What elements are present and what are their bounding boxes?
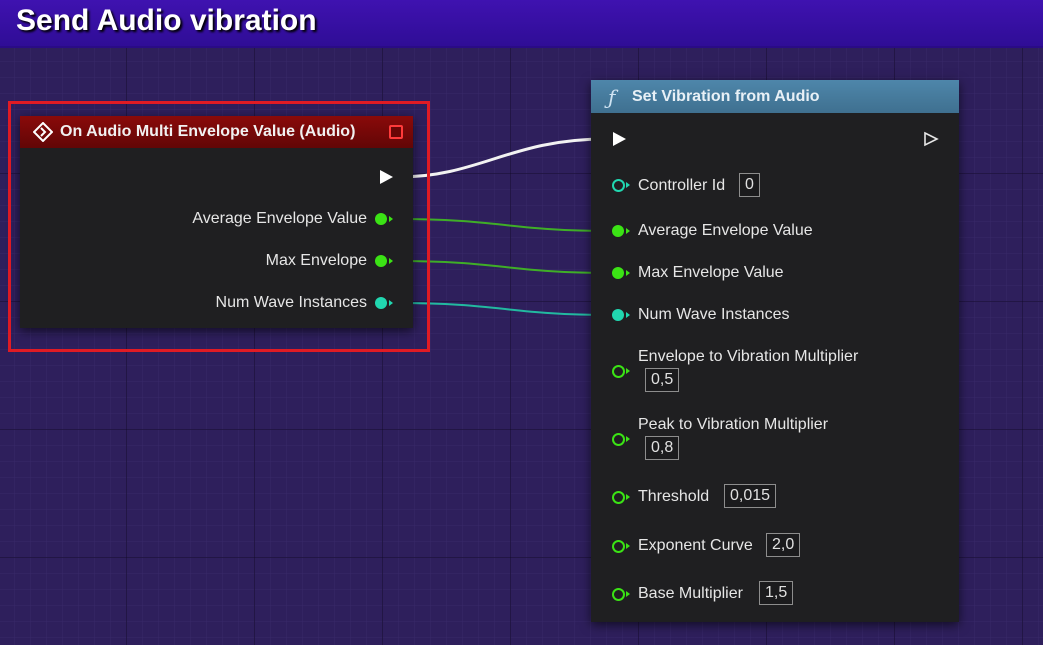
input-label-num-wave-instances: Num Wave Instances xyxy=(638,306,790,323)
pin-arrow-icon xyxy=(626,312,630,318)
event-diamond-icon xyxy=(33,122,53,142)
function-node-title: Set Vibration from Audio xyxy=(632,88,820,105)
input-label-controller-id: Controller Id xyxy=(638,177,726,194)
output-pin-num-wave-instances[interactable] xyxy=(375,297,387,309)
pin-arrow-icon xyxy=(626,182,630,188)
output-label-average-envelope: Average Envelope Value xyxy=(192,210,367,227)
envelope-multiplier-field[interactable]: 0,5 xyxy=(645,368,680,392)
base-multiplier-field[interactable]: 1,5 xyxy=(759,581,794,605)
pin-arrow-icon xyxy=(626,543,630,549)
input-pin-num-wave-instances[interactable] xyxy=(612,309,624,321)
input-pin-envelope-multiplier[interactable] xyxy=(612,365,625,378)
pin-arrow-icon xyxy=(626,270,630,276)
input-label-average-envelope: Average Envelope Value xyxy=(638,222,813,239)
function-node-header[interactable]: ƒ Set Vibration from Audio xyxy=(591,80,959,113)
function-f-icon: ƒ xyxy=(608,85,616,109)
pin-arrow-icon xyxy=(626,228,630,234)
pin-arrow-icon xyxy=(626,494,630,500)
input-label-base-multiplier: Base Multiplier xyxy=(638,585,743,602)
pin-arrow-icon xyxy=(389,300,393,306)
output-label-num-wave-instances: Num Wave Instances xyxy=(215,294,367,311)
input-pin-exponent-curve[interactable] xyxy=(612,540,625,553)
exec-out-pin-icon[interactable] xyxy=(923,131,939,147)
input-label-threshold: Threshold xyxy=(638,488,710,505)
pin-arrow-icon xyxy=(389,216,393,222)
pin-arrow-icon xyxy=(626,368,630,374)
input-pin-average-envelope[interactable] xyxy=(612,225,624,237)
graph-title: Send Audio vibration xyxy=(16,4,317,37)
delegate-square-icon[interactable] xyxy=(389,125,403,139)
event-node-title: On Audio Multi Envelope Value (Audio) xyxy=(60,123,356,140)
pin-arrow-icon xyxy=(389,258,393,264)
threshold-field[interactable]: 0,015 xyxy=(724,484,777,508)
input-label-exponent-curve: Exponent Curve xyxy=(638,537,753,554)
input-pin-base-multiplier[interactable] xyxy=(612,588,625,601)
input-pin-peak-multiplier[interactable] xyxy=(612,433,625,446)
input-label-peak-multiplier: Peak to Vibration Multiplier xyxy=(638,416,829,433)
event-node[interactable]: On Audio Multi Envelope Value (Audio) Av… xyxy=(20,116,413,328)
controller-id-field[interactable]: 0 xyxy=(739,173,760,197)
input-pin-controller-id[interactable] xyxy=(612,179,625,192)
input-pin-max-envelope[interactable] xyxy=(612,267,624,279)
pin-arrow-icon xyxy=(626,591,630,597)
function-node[interactable]: ƒ Set Vibration from Audio Controller Id… xyxy=(591,80,959,622)
output-label-max-envelope: Max Envelope xyxy=(265,252,367,269)
graph-title-bar: Send Audio vibration xyxy=(0,0,1043,48)
exponent-curve-field[interactable]: 2,0 xyxy=(766,533,801,557)
input-label-envelope-multiplier: Envelope to Vibration Multiplier xyxy=(638,348,859,365)
output-pin-average-envelope[interactable] xyxy=(375,213,387,225)
output-pin-max-envelope[interactable] xyxy=(375,255,387,267)
input-pin-threshold[interactable] xyxy=(612,491,625,504)
selection-highlight xyxy=(8,101,430,352)
exec-out-pin-icon[interactable] xyxy=(378,169,394,185)
peak-multiplier-field[interactable]: 0,8 xyxy=(645,436,680,460)
exec-in-pin-icon[interactable] xyxy=(611,131,627,147)
pin-arrow-icon xyxy=(626,436,630,442)
event-node-header[interactable]: On Audio Multi Envelope Value (Audio) xyxy=(20,116,413,148)
input-label-max-envelope: Max Envelope Value xyxy=(638,264,784,281)
